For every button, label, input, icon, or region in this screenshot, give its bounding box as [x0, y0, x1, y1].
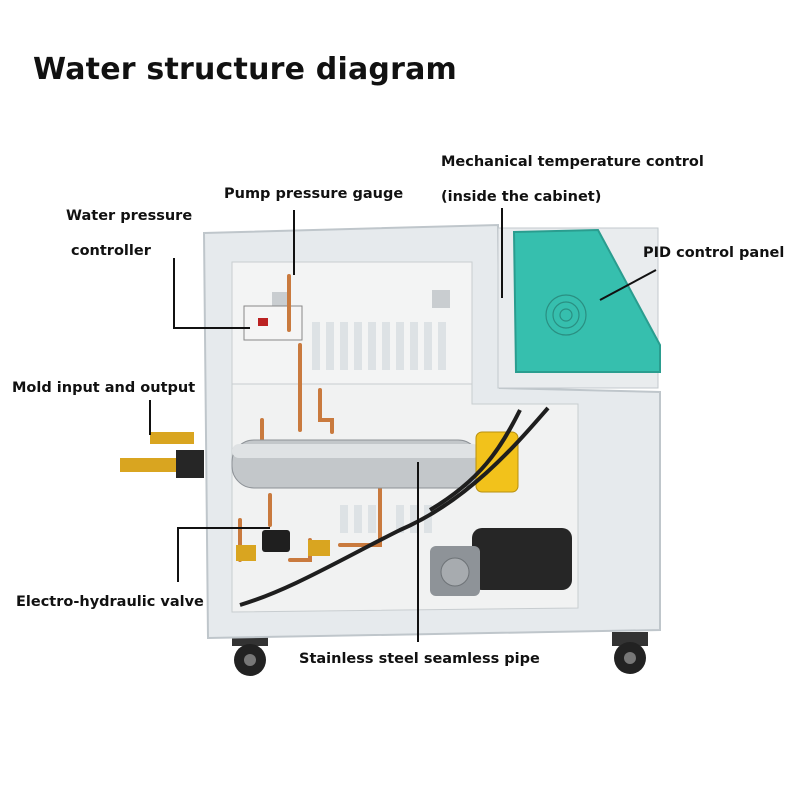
diagram-title: Water structure diagram [33, 52, 457, 87]
mold-fittings [120, 432, 204, 478]
copper-pipes [238, 274, 382, 562]
pressure-controller-box [243, 305, 303, 341]
caster-left [232, 632, 268, 676]
label-mechanical-temperature-control: Mechanical temperature control [441, 154, 704, 170]
upper-vent-slots [312, 322, 446, 370]
label-electro-hydraulic-valve: Electro-hydraulic valve [16, 594, 204, 610]
label-pid-control-panel: PID control panel [643, 245, 785, 261]
lower-vent-slots [340, 505, 432, 533]
black-cables [239, 406, 550, 607]
pump-motor [430, 528, 572, 596]
label-stainless-steel-pipe: Stainless steel seamless pipe [299, 651, 540, 667]
electro-hydraulic-valve-body [236, 530, 330, 561]
label-controller: controller [71, 243, 151, 259]
label-pump-pressure-gauge: Pump pressure gauge [224, 186, 404, 202]
caster-right [612, 632, 648, 674]
pid-control-panel [512, 228, 661, 373]
label-mold-input-output: Mold input and output [12, 380, 196, 396]
label-inside-cabinet: (inside the cabinet) [441, 189, 602, 205]
label-water-pressure: Water pressure [66, 208, 193, 224]
speaker-grille [545, 294, 587, 336]
leader-lines [149, 208, 657, 642]
